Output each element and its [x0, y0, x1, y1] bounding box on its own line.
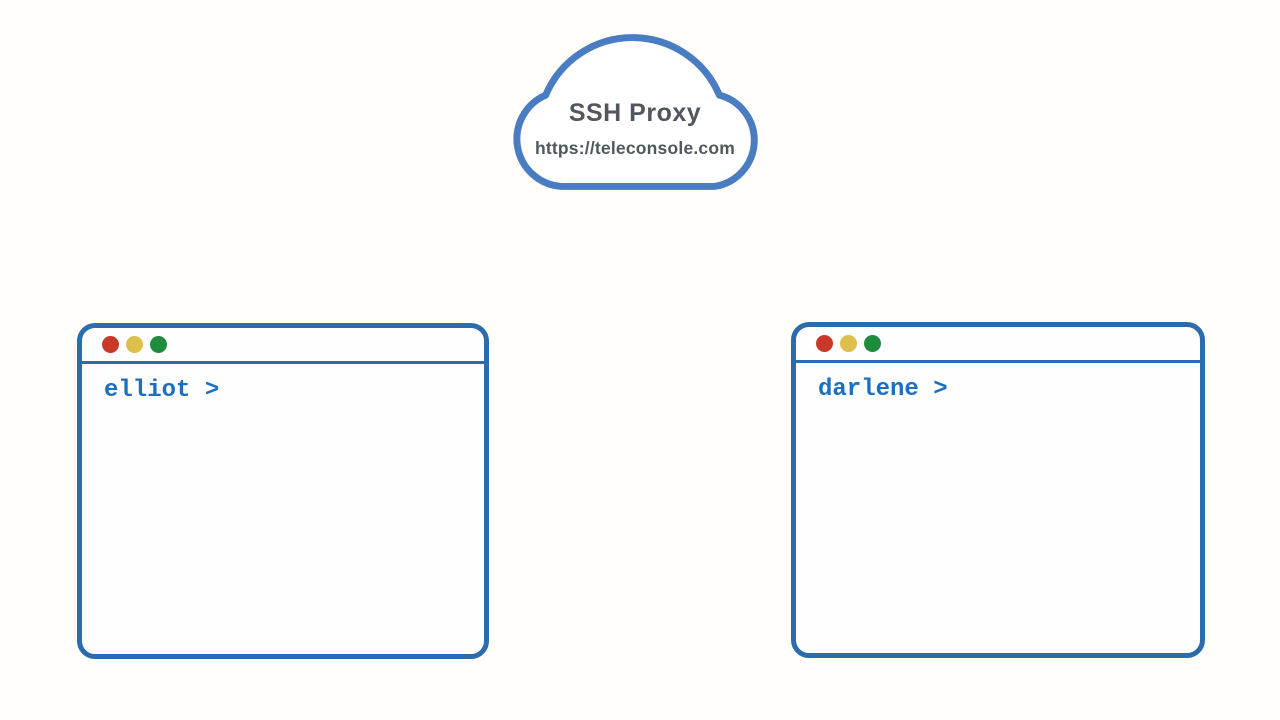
- cloud-subtitle: https://teleconsole.com: [534, 138, 736, 158]
- minimize-button[interactable]: [126, 336, 143, 353]
- terminal-body[interactable]: darlene >: [796, 363, 1200, 403]
- close-button[interactable]: [816, 335, 833, 352]
- terminal-prompt-elliot: elliot >: [104, 377, 220, 404]
- cloud-title: SSH Proxy: [568, 99, 702, 127]
- cloud-icon: [513, 34, 758, 190]
- maximize-button[interactable]: [150, 336, 167, 353]
- terminal-window-darlene: darlene >: [791, 322, 1205, 658]
- terminal-titlebar: [796, 327, 1200, 363]
- terminal-window-elliot: elliot >: [77, 323, 489, 659]
- maximize-button[interactable]: [864, 335, 881, 352]
- minimize-button[interactable]: [840, 335, 857, 352]
- terminal-body[interactable]: elliot >: [82, 364, 484, 404]
- ssh-proxy-cloud: SSH Proxy https://teleconsole.com: [506, 33, 764, 193]
- terminal-titlebar: [82, 328, 484, 364]
- close-button[interactable]: [102, 336, 119, 353]
- terminal-prompt-darlene: darlene >: [818, 376, 948, 403]
